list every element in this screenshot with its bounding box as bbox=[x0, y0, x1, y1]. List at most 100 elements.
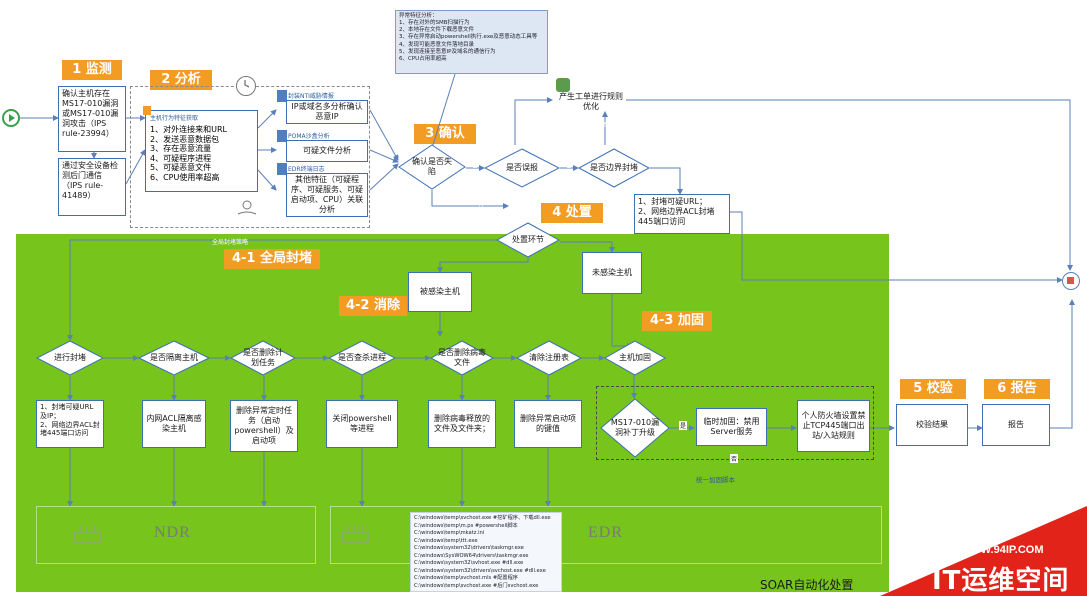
behavior-item: 1、对外连接来和URL bbox=[150, 125, 227, 134]
stage-dispose: 4 处置 bbox=[541, 203, 603, 223]
yes-label: 是 bbox=[679, 421, 688, 430]
edr-file: C:\windows\temp\svchost.exe #挖矿程序、下载dll.… bbox=[414, 515, 551, 521]
yes-label: 是 bbox=[566, 166, 573, 173]
branch-diamond-shape bbox=[604, 340, 666, 376]
stage-report: 6 报告 bbox=[984, 379, 1050, 399]
clock-icon bbox=[236, 76, 256, 96]
edr-file: C:\windows\temp\mkatz.ini bbox=[414, 530, 485, 537]
ndr-frame bbox=[36, 506, 316, 564]
router-icon bbox=[73, 525, 101, 543]
edr-file: C:\windows\temp\svchost.mls #配置程序 bbox=[414, 575, 518, 582]
action-clear-registry: 删除异常启动项的键值 bbox=[514, 400, 582, 448]
action-delete-task: 删除异常定时任务（启动powershell）及启动项 bbox=[230, 400, 298, 452]
monitor-backdoor-box: 通过安全设备检测后门通信（IPS rule-41489） bbox=[58, 158, 126, 216]
document-icon bbox=[143, 106, 151, 115]
tool-edr-log: 其他特征（可疑程序、可疑服务、可疑启动项、CPU）关联分析 bbox=[286, 173, 368, 217]
database-icon bbox=[277, 130, 287, 142]
branch-delete-task: 是否删除计划任务 bbox=[243, 348, 283, 367]
branch-diamond-shape bbox=[430, 340, 494, 376]
confirm-compromised-diamond: 确认是否失陷 bbox=[412, 157, 452, 176]
firewall-rule: 个人防火墙设置禁止TCP445端口出站/入站规则 bbox=[797, 400, 870, 452]
uninfected-host-box: 未感染主机 bbox=[582, 252, 642, 294]
branch-isolate: 是否隔离主机 bbox=[150, 353, 198, 363]
tool-sandbox: 可疑文件分析 bbox=[286, 140, 368, 162]
database-icon bbox=[277, 163, 287, 175]
no-label: 否 bbox=[730, 454, 739, 463]
edr-file: C:\windows\temp\m.ps #powershell脚本 bbox=[414, 522, 518, 529]
stage-harden: 4-3 加固 bbox=[642, 311, 712, 331]
edr-file: C:\windows\SysWOW64\drivers\taskmgr.exe bbox=[414, 552, 529, 559]
note-title: 异常特征分析： bbox=[399, 13, 438, 19]
note-item: 1、存在对外的SMB扫描行为 bbox=[399, 20, 470, 27]
edr-file: C:\windows\system32\svhost.exe #dll.exe bbox=[414, 560, 524, 567]
router-icon bbox=[341, 525, 369, 543]
dispose-diamond-shape bbox=[496, 222, 560, 258]
behavior-panel: 主机行为特征获取 1、对外连接来和URL 2、发送恶意数据包 3、存在恶意流量 … bbox=[145, 110, 258, 192]
hand-coin-icon bbox=[236, 200, 258, 218]
branch-diamond-shape bbox=[230, 340, 296, 376]
note-item: 5、发现连接至恶意IP及域名的通信行为 bbox=[399, 48, 496, 55]
branch-kill-process: 是否查杀进程 bbox=[338, 353, 386, 363]
note-item: 2、本地存在文件下载恶意文件 bbox=[399, 27, 475, 34]
tool-threat-intel: IP或域名多分析确认恶意IP bbox=[286, 100, 368, 124]
tool3-title: EDR终端日志 bbox=[288, 166, 325, 173]
no-label: 否 bbox=[478, 202, 485, 209]
watermark-banner bbox=[880, 506, 1087, 596]
border-block-actions: 1、封堵可疑URL； 2、网络边界ACL封堵445端口访问 bbox=[634, 194, 730, 234]
behavior-title: 主机行为特征获取 bbox=[150, 115, 199, 122]
note-pointer bbox=[431, 73, 456, 149]
start-icon bbox=[2, 109, 20, 127]
note-item: 6、CPU占用率超高 bbox=[399, 55, 447, 62]
edr-file: C:\windows\system32\drivers\taskmgr.exe bbox=[414, 545, 524, 552]
branch-delete-virus: 是否删除病毒文件 bbox=[438, 348, 486, 367]
patch-diamond-shape bbox=[600, 398, 670, 458]
action-block-detail: 1、封堵可疑URL及IP； 2、网络边界ACL封堵445端口访问 bbox=[36, 400, 104, 448]
action-isolate: 内网ACL隔离感染主机 bbox=[142, 400, 206, 448]
monitor-vuln-box: 确认主机存在MS17-010漏洞或MS17-010漏洞攻击（IPS rule-2… bbox=[58, 86, 126, 152]
confirm-diamond-shape bbox=[398, 144, 466, 190]
soar-label: SOAR自动化处置 bbox=[760, 578, 854, 592]
anomaly-note: 异常特征分析： 1、存在对外的SMB扫描行为 2、本地存在文件下载恶意文件 3、… bbox=[395, 10, 548, 74]
note-item: 4、发现可能恶意文件落地目录 bbox=[399, 41, 475, 48]
branch-diamond-shape bbox=[516, 340, 582, 376]
behavior-item: 4、可疑程序进程 bbox=[150, 153, 212, 163]
false-positive-diamond-shape bbox=[484, 148, 560, 188]
border-block-diamond: 是否边界封堵 bbox=[590, 163, 638, 173]
dispose-diamond: 处置环节 bbox=[512, 235, 544, 245]
edr-label: EDR bbox=[588, 524, 623, 541]
no-label: 否 bbox=[602, 122, 609, 129]
branch-clear-registry: 清除注册表 bbox=[529, 353, 569, 363]
action-delete-virus: 删除病毒释放的文件及文件夹； bbox=[428, 400, 496, 448]
stage-eliminate: 4-2 消除 bbox=[339, 296, 407, 316]
stage-global-block: 4-1 全局封堵 bbox=[224, 249, 320, 269]
false-positive-diamond: 是否误报 bbox=[506, 163, 538, 173]
note-item: 3、存在异常启动powershell执行.exe及恶意动态工具等 bbox=[399, 34, 538, 41]
edr-file: C:\windows\temp\ttt.exe bbox=[414, 537, 478, 544]
report-box: 报告 bbox=[982, 404, 1050, 446]
ndr-label: NDR bbox=[154, 524, 191, 541]
tool1-title: 封装NTI威胁情报 bbox=[288, 93, 334, 100]
tool2-title: POMA沙盒分析 bbox=[288, 133, 330, 140]
no-label: 否 bbox=[515, 108, 522, 115]
verify-result-box: 校验结果 bbox=[896, 404, 968, 446]
unified-script-label: 统一加固脚本 bbox=[696, 476, 735, 484]
behavior-item: 3、存在恶意流量 bbox=[150, 144, 212, 154]
ticket-rule-optimize: 产生工单进行规则优化 bbox=[559, 92, 623, 111]
branch-diamond-shape bbox=[36, 340, 104, 376]
patch-diamond: MS17-010漏洞补丁升级 bbox=[610, 418, 660, 437]
infected-host-box: 被感染主机 bbox=[408, 272, 472, 312]
stage-analyze: 2 分析 bbox=[150, 70, 212, 90]
behavior-item: 2、发送恶意数据包 bbox=[150, 134, 220, 144]
edr-file: C:\windows\temp\svchost.exe #后门svchost.e… bbox=[414, 582, 539, 589]
stage-monitor: 1 监测 bbox=[62, 60, 122, 80]
branch-host-harden: 主机加固 bbox=[619, 353, 651, 363]
behavior-item: 6、CPU使用率超高 bbox=[150, 172, 220, 182]
temp-disable-server: 临时加固：禁用Server服务 bbox=[696, 408, 767, 446]
database-icon bbox=[277, 90, 287, 102]
edr-file-list: C:\windows\temp\svchost.exe #挖矿程序、下载dll.… bbox=[410, 512, 562, 592]
edr-frame bbox=[330, 506, 882, 564]
yes-label: 是 bbox=[472, 166, 479, 173]
border-block-diamond-shape bbox=[578, 148, 650, 188]
end-icon bbox=[1062, 272, 1080, 290]
